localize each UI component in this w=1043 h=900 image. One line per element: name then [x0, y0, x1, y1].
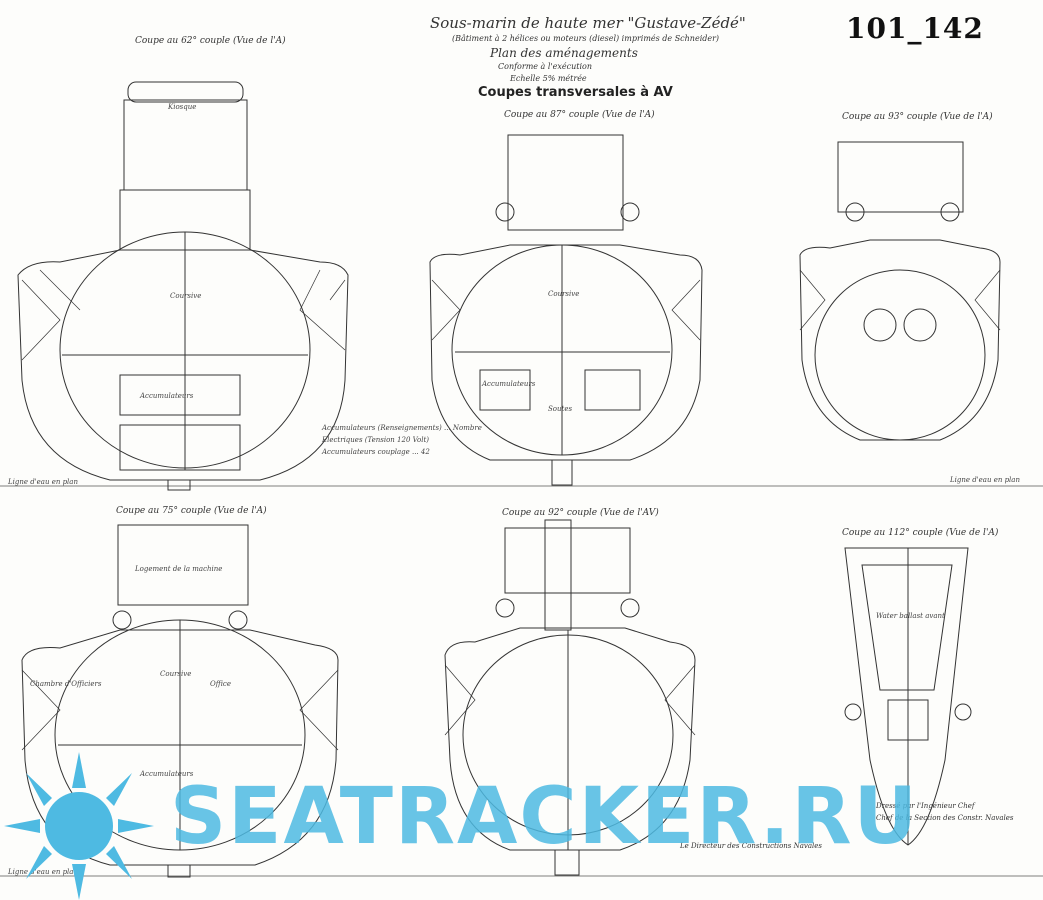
label-accumulateurs-87: Accumulateurs: [482, 380, 536, 388]
legend-electriques: Electriques (Tension 120 Volt): [322, 436, 430, 444]
label-kiosque: Kiosque: [168, 103, 197, 111]
label-chambre-officiers: Chambre d'Officiers: [30, 680, 102, 688]
caption-section-93: Coupe au 93° couple (Vue de l'A): [842, 112, 993, 122]
title-line-3: Plan des aménagements: [490, 46, 638, 60]
label-logement: Logement de la machine: [135, 565, 223, 573]
label-accumulateurs-62: Accumulateurs: [140, 392, 194, 400]
section-75-hull: [21, 524, 339, 878]
section-62-hull: [17, 81, 349, 491]
document-number: 101_142: [846, 12, 984, 45]
label-waterline-bottom-left: Ligne d'eau en plan: [8, 868, 78, 876]
section-93-hull: [799, 141, 1001, 441]
label-office: Office: [210, 680, 231, 688]
caption-section-87: Coupe au 87° couple (Vue de l'A): [504, 110, 655, 120]
caption-section-92: Coupe au 92° couple (Vue de l'AV): [502, 508, 659, 518]
label-waterline-right: Ligne d'eau en plan: [950, 476, 1020, 484]
section-92-hull: [444, 519, 696, 876]
label-coursive-75: Coursive: [160, 670, 192, 678]
label-accumulateurs-75: Accumulateurs: [140, 770, 194, 778]
label-waterline-left: Ligne d'eau en plan: [8, 478, 78, 486]
title-line-4: Conforme à l'exécution: [498, 62, 592, 71]
signature-line-3: Le Directeur des Constructions Navales: [680, 842, 823, 850]
section-112-hull: [844, 547, 972, 846]
title-line-5: Echelle 5% métrée: [510, 74, 587, 83]
caption-section-62: Coupe au 62° couple (Vue de l'A): [135, 36, 286, 46]
legend-accumulateurs: Accumulateurs (Renseignements) ... Nombr…: [322, 424, 482, 432]
caption-section-75: Coupe au 75° couple (Vue de l'A): [116, 506, 267, 516]
title-line-1: Sous-marin de haute mer "Gustave-Zédé": [430, 14, 746, 32]
caption-section-112: Coupe au 112° couple (Vue de l'A): [842, 528, 999, 538]
label-coursive-62: Coursive: [170, 292, 202, 300]
label-coursive-87: Coursive: [548, 290, 580, 298]
legend-couplage: Accumulateurs couplage ... 42: [322, 448, 430, 456]
main-heading: Coupes transversales à AV: [478, 85, 673, 100]
label-soutes: Soutes: [548, 405, 573, 413]
signature-line-2: Chef de la Section des Constr. Navales: [876, 814, 1014, 822]
label-water-ballast: Water ballast avant: [876, 612, 945, 620]
section-87-hull: [429, 134, 703, 486]
watermark-text: SEATRACKER.RU: [170, 772, 919, 862]
sun-logo-icon: [4, 752, 154, 900]
title-line-2: (Bâtiment à 2 hélices ou moteurs (diesel…: [452, 34, 720, 43]
signature-line-1: Dressé par l'Ingénieur Chef: [876, 802, 975, 810]
